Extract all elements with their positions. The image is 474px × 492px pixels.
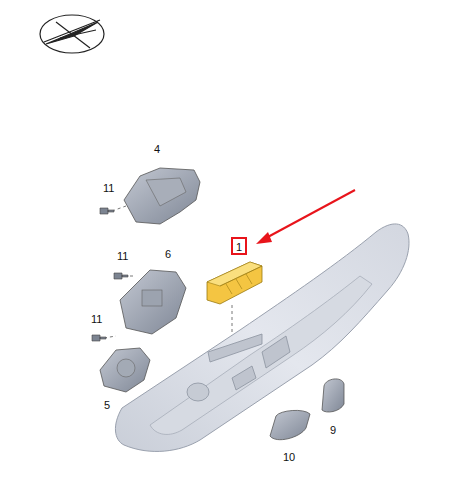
leader-lines [104, 206, 232, 345]
callout-number: 1 [233, 241, 245, 253]
pointer-arrow [256, 190, 355, 244]
part-6 [120, 270, 186, 334]
callout-number: 5 [104, 399, 110, 411]
callout-number: 9 [330, 424, 336, 436]
part-1-switch [207, 262, 262, 304]
part-5 [100, 348, 150, 392]
callout-number: 6 [165, 248, 171, 260]
screws [92, 208, 128, 341]
callout-number: 11 [117, 250, 128, 262]
part-10 [270, 410, 310, 439]
callout-number: 11 [91, 313, 102, 325]
part-9 [322, 379, 344, 412]
callout-number: 4 [154, 143, 160, 155]
part-4 [124, 168, 200, 224]
callout-number: 10 [283, 451, 295, 463]
seat-side-panel [115, 224, 409, 452]
callout-number: 11 [103, 182, 114, 194]
logo [40, 15, 104, 53]
callout-box: 1 [231, 237, 247, 255]
